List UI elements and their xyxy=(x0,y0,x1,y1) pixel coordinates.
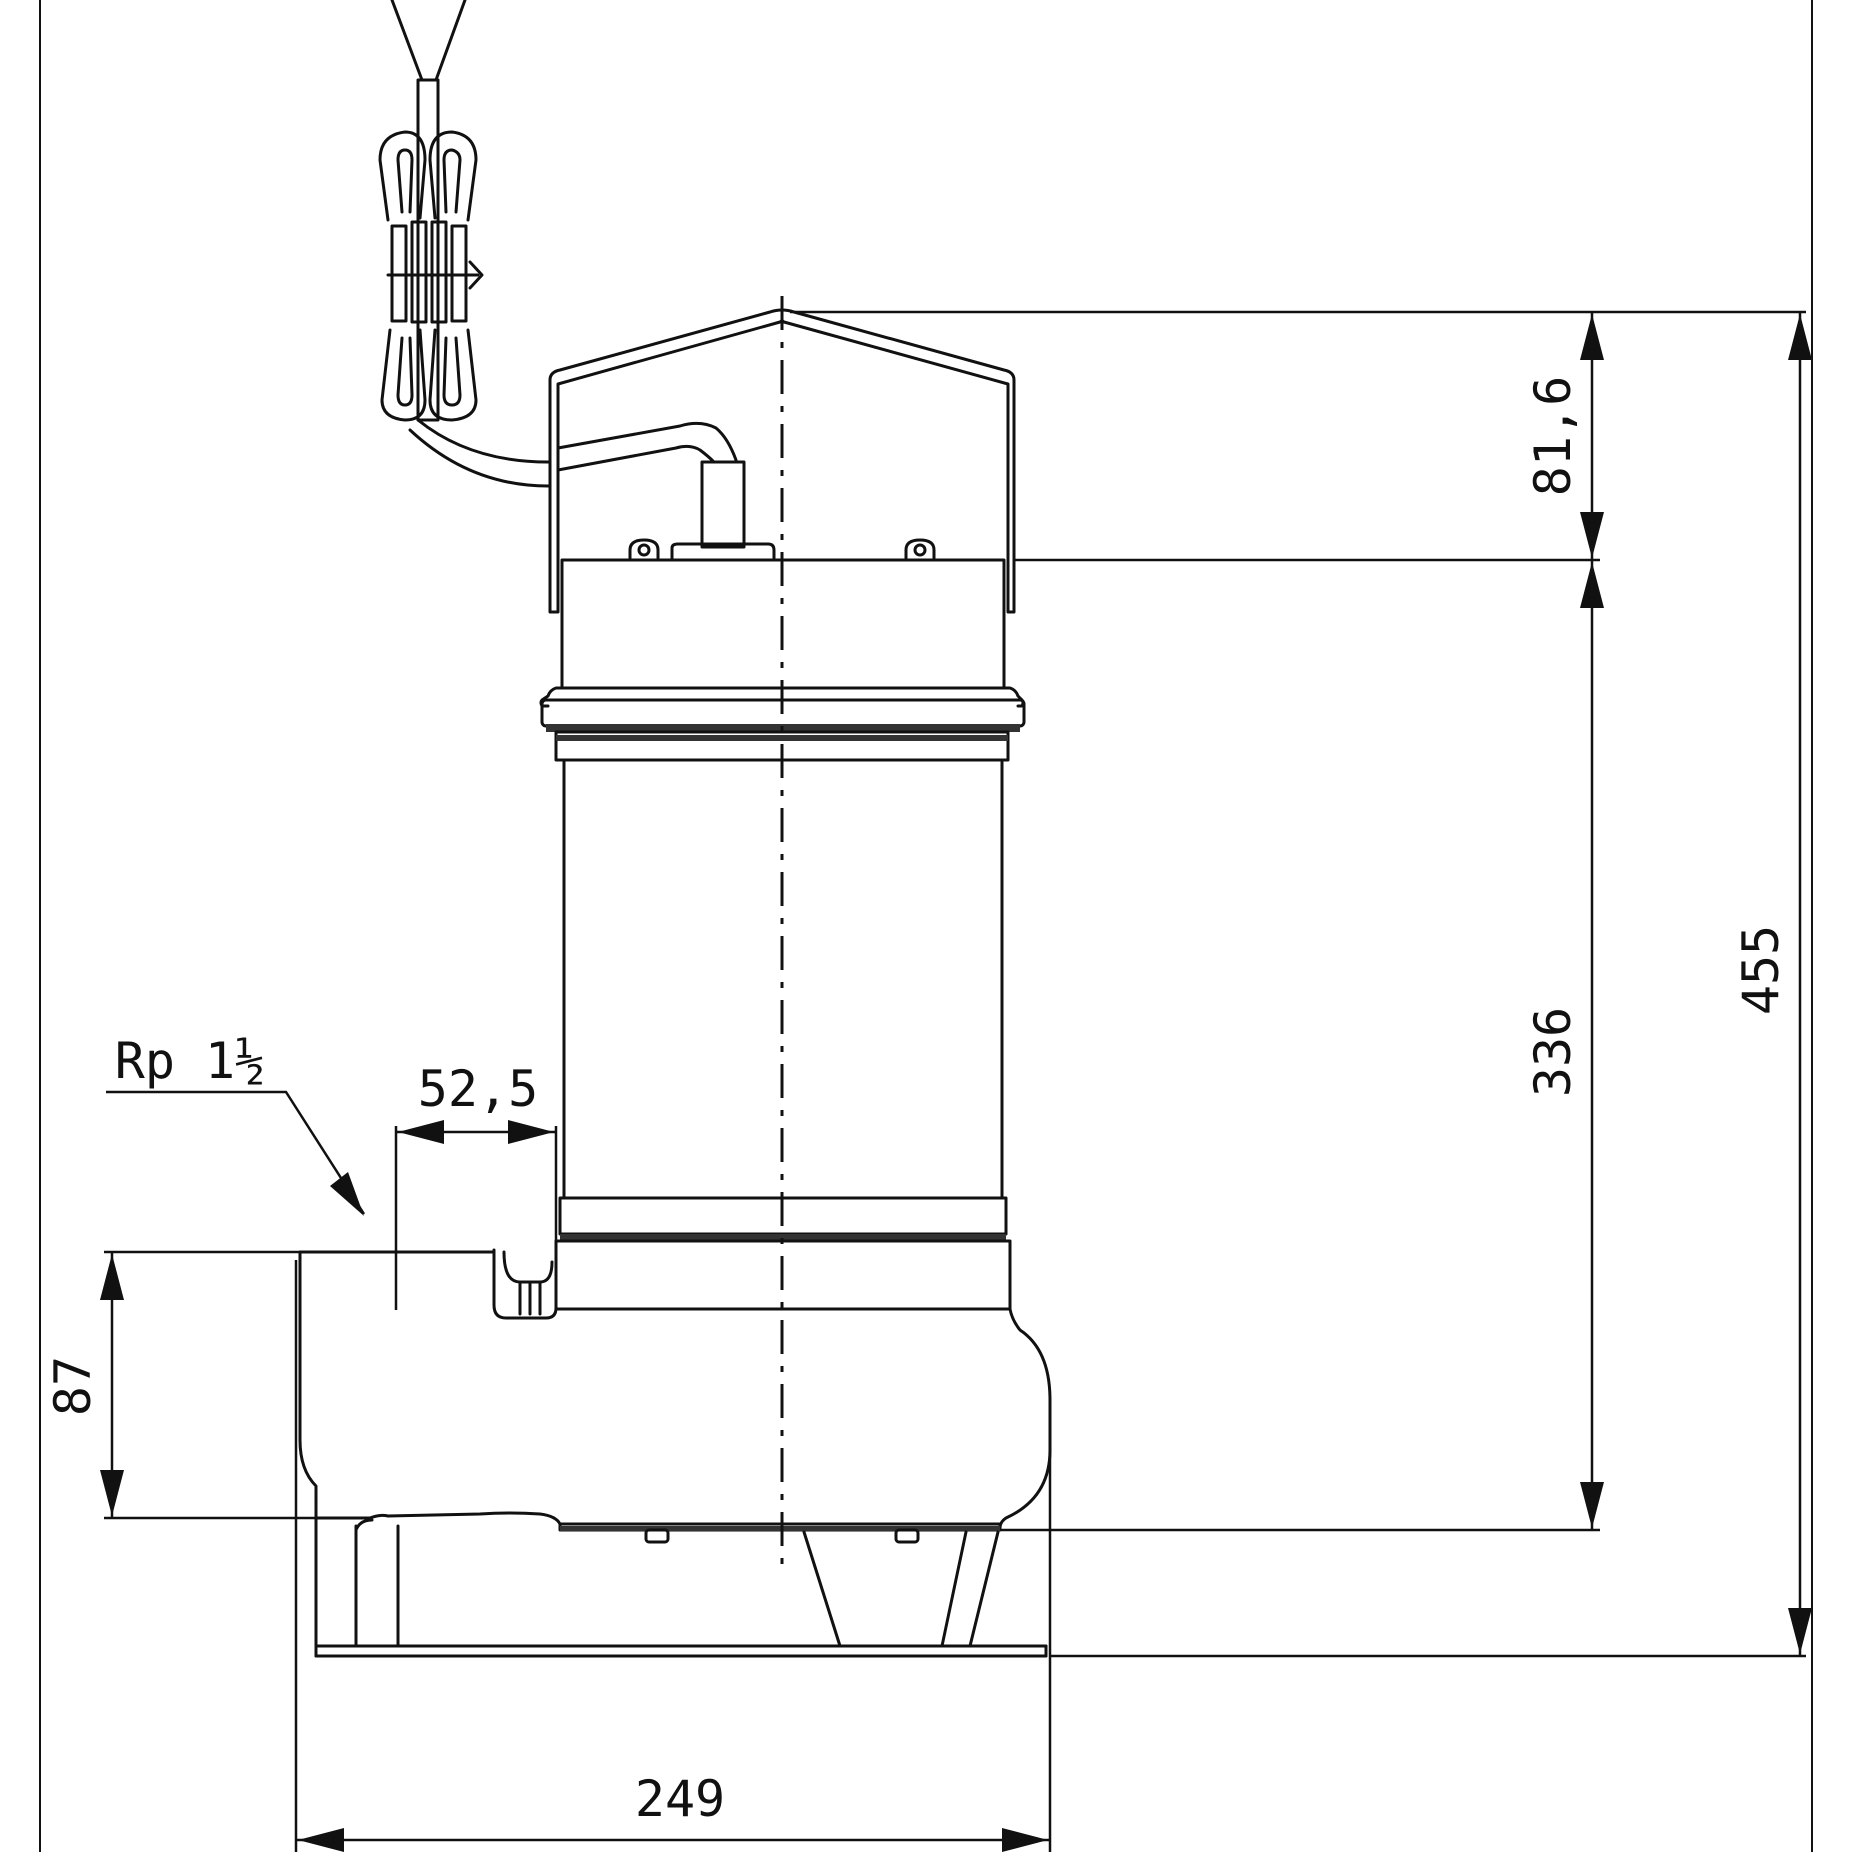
dimension-width xyxy=(294,1260,1052,1852)
dimension-label-336: 336 xyxy=(1524,1007,1582,1097)
float-switch xyxy=(378,0,550,488)
dimension-label-81-6: 81,6 xyxy=(1524,376,1582,496)
thread-leader xyxy=(106,1090,366,1216)
pump-base xyxy=(314,1498,1048,1658)
dimension-lines-right xyxy=(790,310,1812,1658)
dimension-lines-left xyxy=(100,1250,316,1520)
dimension-label-52-5: 52,5 xyxy=(418,1060,538,1118)
thread-label: Rp 1½ xyxy=(115,1032,266,1090)
dimension-label-455: 455 xyxy=(1732,925,1790,1015)
pump-volute xyxy=(298,1248,1052,1544)
dimension-label-87: 87 xyxy=(44,1356,102,1416)
dimension-label-249: 249 xyxy=(635,1770,725,1828)
dimension-offset xyxy=(394,1120,558,1310)
